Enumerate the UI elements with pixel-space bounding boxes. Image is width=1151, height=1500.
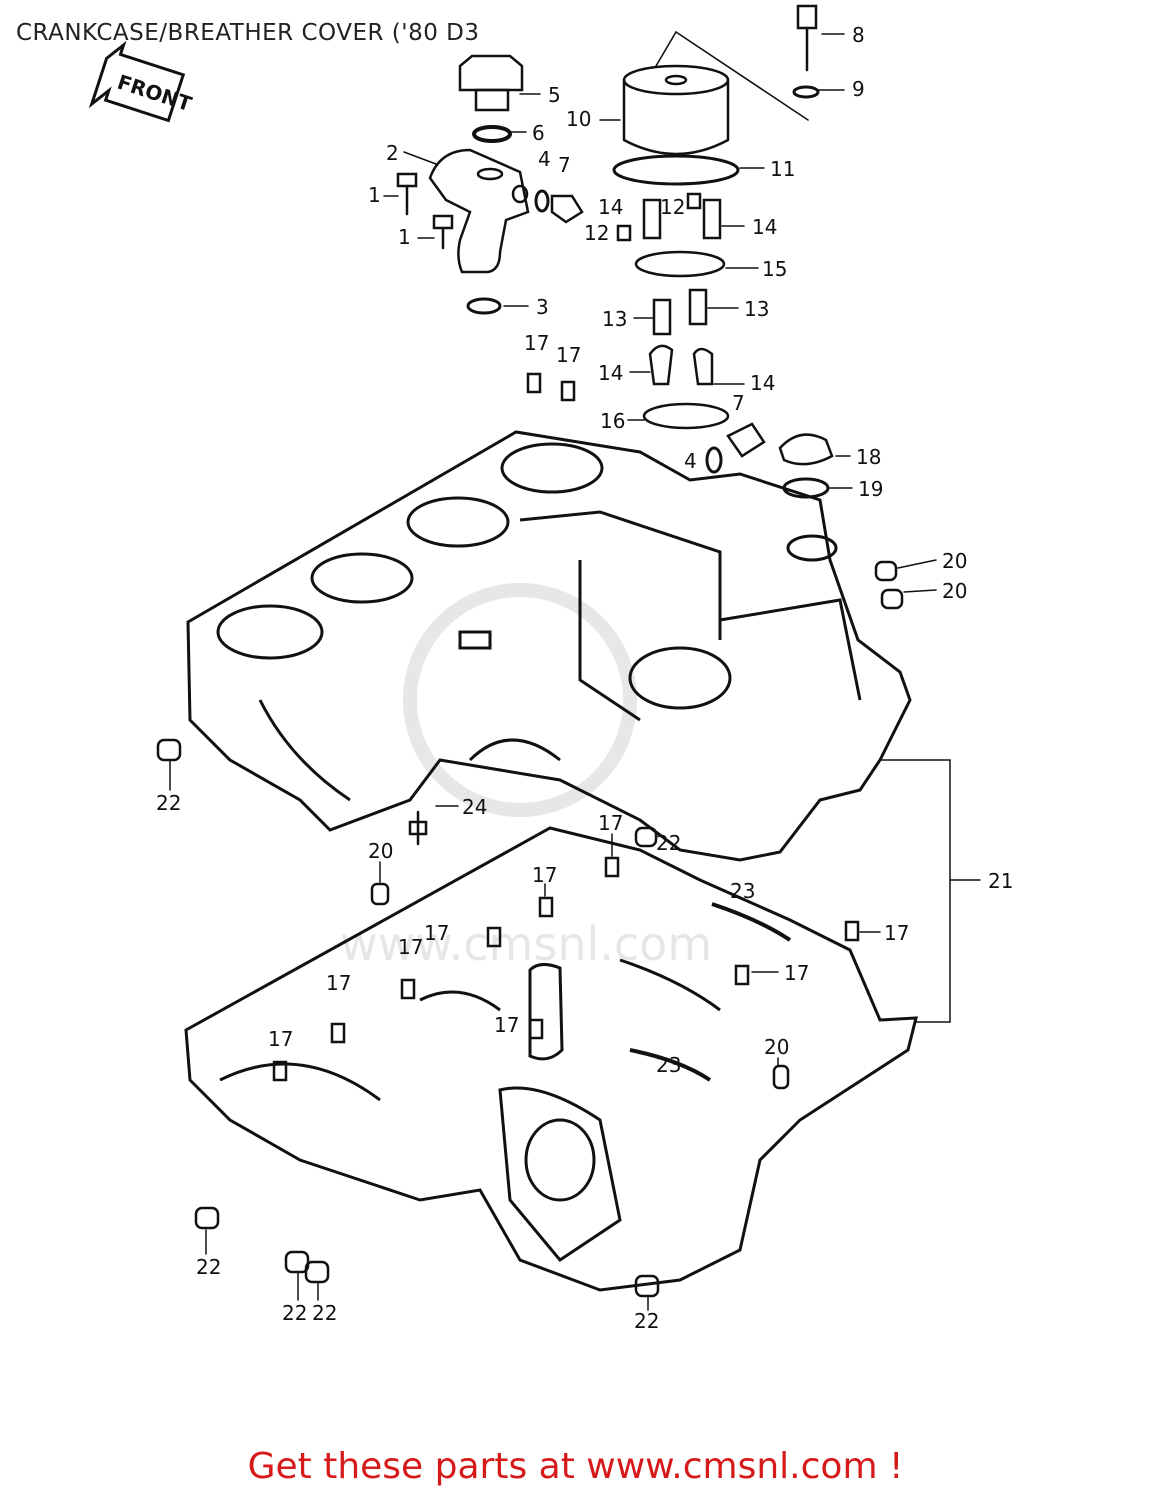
callout-23: 23	[730, 879, 755, 903]
breather-plates	[616, 192, 730, 430]
callout-20: 20	[942, 549, 967, 573]
callout-9: 9	[852, 77, 865, 101]
callout-20: 20	[942, 579, 967, 603]
callout-20: 20	[368, 839, 393, 863]
callout-18: 18	[856, 445, 881, 469]
callout-7: 7	[732, 391, 745, 415]
callout-13: 13	[602, 307, 627, 331]
callout-20: 20	[764, 1035, 789, 1059]
callout-22: 22	[196, 1255, 221, 1279]
callout-17: 17	[524, 331, 549, 355]
callout-22: 22	[656, 831, 681, 855]
callout-numbers: 1 1 2 3 4 4 5 6 7 7 8 9 10 11 12 12 13 1…	[156, 23, 1013, 1333]
callout-24: 24	[462, 795, 487, 819]
callout-2: 2	[386, 141, 399, 165]
callout-7: 7	[558, 153, 571, 177]
upper-crankcase	[186, 430, 912, 862]
callout-10: 10	[566, 107, 591, 131]
callout-17: 17	[268, 1027, 293, 1051]
callout-4: 4	[538, 147, 551, 171]
callout-17: 17	[532, 863, 557, 887]
callout-4: 4	[684, 449, 697, 473]
callout-17: 17	[784, 961, 809, 985]
o-rings	[466, 85, 830, 499]
callout-14: 14	[598, 195, 623, 219]
oil-filter	[622, 31, 809, 156]
plugs-and-caps	[550, 4, 834, 466]
callout-22: 22	[312, 1301, 337, 1325]
callout-1: 1	[368, 183, 381, 207]
callout-13: 13	[744, 297, 769, 321]
callout-17: 17	[424, 921, 449, 945]
leader-lines	[169, 33, 981, 1311]
callout-12: 12	[584, 221, 609, 245]
breather-bracket	[428, 148, 530, 274]
diagram-title: CRANKCASE/BREATHER COVER ('80 D3	[16, 20, 480, 46]
stud-bolt	[408, 810, 428, 846]
dowel-pins	[272, 372, 860, 1082]
oil-pressure-switch	[458, 54, 524, 143]
watermark-text: www.cmsnl.com	[340, 917, 712, 971]
callout-6: 6	[532, 121, 545, 145]
callout-17: 17	[398, 935, 423, 959]
callout-22: 22	[282, 1301, 307, 1325]
callout-17: 17	[556, 343, 581, 367]
callout-14: 14	[750, 371, 775, 395]
front-direction-badge: FRONT	[88, 40, 195, 123]
callout-15: 15	[762, 257, 787, 281]
callout-8: 8	[852, 23, 865, 47]
lower-crankcase	[184, 826, 918, 1292]
oil-filter-o-ring	[612, 154, 740, 186]
bolts	[396, 172, 454, 250]
callout-19: 19	[858, 477, 883, 501]
callout-16: 16	[600, 409, 625, 433]
watermark: www.cmsnl.com	[340, 583, 712, 971]
callout-5: 5	[548, 83, 561, 107]
callout-21: 21	[988, 869, 1013, 893]
callout-17: 17	[598, 811, 623, 835]
callout-3: 3	[536, 295, 549, 319]
callout-14: 14	[752, 215, 777, 239]
callout-14: 14	[598, 361, 623, 385]
callout-23: 23	[656, 1053, 681, 1077]
footer-link-text[interactable]: Get these parts at www.cmsnl.com !	[247, 1446, 904, 1487]
callout-22: 22	[634, 1309, 659, 1333]
callout-22: 22	[156, 791, 181, 815]
callout-12: 12	[660, 195, 685, 219]
callout-11: 11	[770, 157, 795, 181]
callout-17: 17	[494, 1013, 519, 1037]
callout-17: 17	[884, 921, 909, 945]
callout-1: 1	[398, 225, 411, 249]
callout-17: 17	[326, 971, 351, 995]
